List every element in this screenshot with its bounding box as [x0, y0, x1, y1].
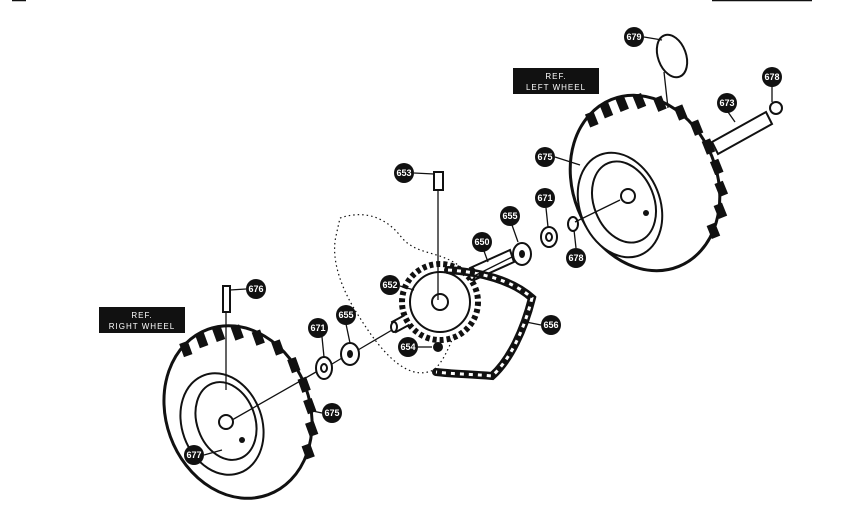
sprocket [399, 261, 481, 343]
callout-671-bottom: 671 [308, 318, 328, 338]
nut-654 [433, 342, 443, 352]
svg-text:REF.: REF. [131, 311, 152, 320]
callout-678-top: 678 [762, 67, 782, 87]
pin-673 [710, 101, 783, 156]
svg-text:656: 656 [543, 320, 558, 330]
callout-leaders [203, 36, 773, 456]
svg-text:650: 650 [474, 237, 489, 247]
svg-text:REF.: REF. [545, 72, 566, 81]
svg-text:LEFT WHEEL: LEFT WHEEL [526, 83, 586, 92]
svg-text:677: 677 [186, 450, 201, 460]
callout-655-bottom: 655 [336, 305, 356, 325]
callout-671-top: 671 [535, 188, 555, 208]
svg-text:671: 671 [537, 193, 552, 203]
svg-text:679: 679 [626, 32, 641, 42]
svg-text:671: 671 [310, 323, 325, 333]
ref-right-wheel-label: REF. RIGHT WHEEL [99, 307, 185, 333]
left-wheel [568, 92, 729, 273]
callout-654: 654 [398, 337, 418, 357]
callout-675-bottom: 675 [322, 403, 342, 423]
clip-678-mid [567, 216, 579, 232]
callout-655-top: 655 [500, 206, 520, 226]
svg-text:654: 654 [400, 342, 415, 352]
svg-text:678: 678 [568, 253, 583, 263]
callout-650: 650 [472, 232, 492, 252]
left-wheel-tread [584, 92, 729, 240]
svg-text:675: 675 [324, 408, 339, 418]
svg-text:655: 655 [502, 211, 517, 221]
callout-653: 653 [394, 163, 414, 183]
bearing-655-top [512, 242, 532, 266]
right-wheel [162, 324, 319, 500]
bearing-655-bottom [340, 342, 360, 366]
drive-chain [432, 266, 537, 381]
callout-675-top: 675 [535, 147, 555, 167]
callout-676: 676 [246, 279, 266, 299]
ref-left-wheel-label: REF. LEFT WHEEL [513, 68, 599, 94]
svg-text:652: 652 [382, 280, 397, 290]
washer-671-bottom [315, 356, 333, 380]
svg-text:653: 653 [396, 168, 411, 178]
washer-671-top [540, 226, 558, 248]
callout-656: 656 [541, 315, 561, 335]
svg-text:RIGHT WHEEL: RIGHT WHEEL [109, 322, 175, 331]
callout-652: 652 [380, 275, 400, 295]
svg-text:675: 675 [537, 152, 552, 162]
callout-677: 677 [184, 445, 204, 465]
bolt-653 [433, 171, 444, 300]
svg-text:676: 676 [248, 284, 263, 294]
callout-679: 679 [624, 27, 644, 47]
svg-text:678: 678 [764, 72, 779, 82]
svg-text:655: 655 [338, 310, 353, 320]
right-wheel-tread [179, 324, 319, 460]
hitch-pin-679 [655, 33, 689, 109]
callout-673: 673 [717, 93, 737, 113]
callout-678-mid: 678 [566, 248, 586, 268]
assembly-lines [231, 199, 621, 421]
pin-676 [222, 285, 231, 390]
svg-text:673: 673 [719, 98, 734, 108]
